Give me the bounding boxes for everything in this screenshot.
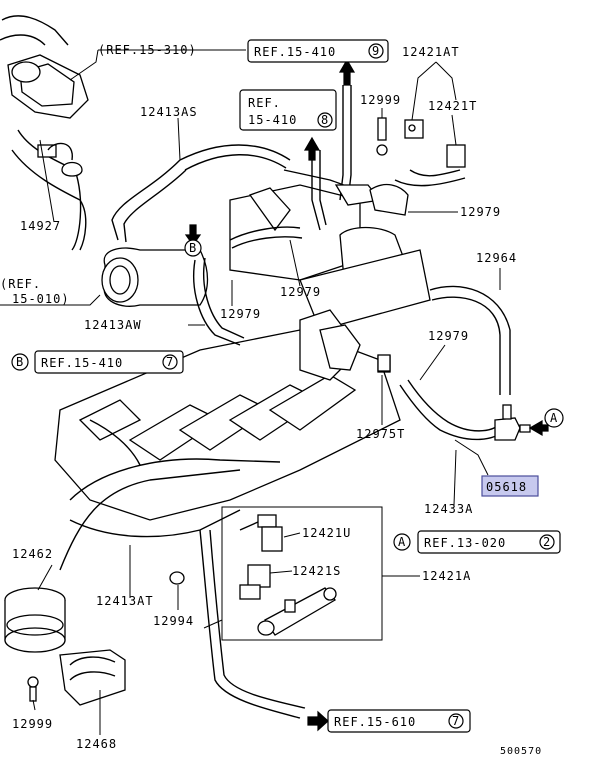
clip-12994	[169, 571, 185, 585]
part-label-12433A[interactable]: 12433A	[424, 502, 473, 516]
bracket-12468	[59, 649, 126, 706]
ref-15-310-label[interactable]: (REF.15-310)	[98, 43, 197, 57]
circle-a-ref	[393, 533, 411, 551]
ref-15-410-8-number: 8	[321, 113, 329, 127]
part-label-05618[interactable]: 05618	[486, 480, 527, 494]
highlight-box-05618	[481, 475, 539, 497]
parts-drawing	[0, 15, 531, 719]
ref-15-410-8-label-line2: 15-410	[248, 113, 297, 127]
part-label-12994[interactable]: 12994	[153, 614, 194, 628]
circle-b-top-label: B	[189, 241, 197, 255]
ref-number-circle	[317, 112, 333, 128]
wiring-harness-part	[59, 419, 306, 719]
hose-12413AW	[193, 226, 303, 346]
circle-a-right-label: A	[550, 411, 558, 425]
part-label-12413AT[interactable]: 12413AT	[96, 594, 154, 608]
ref-15-610-label: REF.15-610	[334, 715, 416, 729]
part-label-12468[interactable]: 12468	[76, 737, 117, 751]
pipe-ref-15-410-8	[311, 150, 327, 231]
vacuum-tank-part	[0, 15, 89, 119]
ref-15-410-9-number: 9	[372, 44, 380, 58]
part-label-12462[interactable]: 12462	[12, 547, 53, 561]
canister-12462	[4, 587, 66, 653]
ref-15-010-label-line1[interactable]: (REF.	[0, 277, 41, 291]
bracket-12421A	[257, 587, 337, 636]
part-label-14927[interactable]: 14927	[20, 219, 61, 233]
circle-b-top	[184, 239, 202, 257]
circle-b-left-label: B	[16, 355, 24, 369]
circle-a-right	[544, 408, 564, 428]
part-label-12421U[interactable]: 12421U	[302, 526, 351, 540]
part-label-12421AT[interactable]: 12421AT	[402, 45, 460, 59]
ref-number-circle	[539, 534, 555, 550]
ref-15-610-number: 7	[452, 714, 460, 728]
part-label-12979-mid[interactable]: 12979	[280, 285, 321, 299]
ref-15-410-7-number: 7	[166, 355, 174, 369]
part-label-12421S[interactable]: 12421S	[292, 564, 341, 578]
part-label-12964[interactable]: 12964	[476, 251, 517, 265]
leader-lines	[0, 49, 549, 735]
part-label-12979-low[interactable]: 12979	[428, 329, 469, 343]
diagram-number: 500570	[500, 746, 542, 757]
ref-number-circle	[448, 713, 464, 729]
ref-15-610-box[interactable]	[327, 709, 471, 733]
ref-15-410-8-box[interactable]	[239, 89, 337, 131]
solenoid-12421U	[239, 514, 283, 552]
part-label-12421A[interactable]: 12421A	[422, 569, 471, 583]
ref-13-020-label: REF.13-020	[424, 536, 506, 550]
valve-05618	[494, 404, 531, 441]
ref-15-410-8-label-line1: REF.	[248, 96, 281, 110]
part-label-12999-bottom[interactable]: 12999	[12, 717, 53, 731]
part-label-12975T[interactable]: 12975T	[356, 427, 405, 441]
fitting-12975T	[377, 354, 391, 372]
circle-a-ref-label: A	[398, 535, 406, 549]
part-label-12413AS[interactable]: 12413AS	[140, 105, 198, 119]
air-intake-part	[101, 184, 431, 331]
intake-manifold-part	[54, 309, 401, 521]
part-label-12979-left[interactable]: 12979	[220, 307, 261, 321]
ref-15-410-9-label: REF.15-410	[254, 45, 336, 59]
detail-box	[221, 506, 383, 641]
bolt-12999-top	[376, 117, 388, 156]
ref-15-010-label-line2[interactable]: 15-010)	[12, 292, 70, 306]
pipe-ref-15-410-9	[334, 85, 409, 216]
reference-labels: (REF.15-310) REF.15-410 9 REF. 15-410 8 …	[0, 39, 564, 733]
ref-15-410-7-label: REF.15-410	[41, 356, 123, 370]
hose-12433A	[399, 379, 506, 441]
part-label-12413AW[interactable]: 12413AW	[84, 318, 142, 332]
ref-15-410-7-box[interactable]	[34, 350, 184, 374]
circle-b-left	[11, 353, 29, 371]
solenoid-12421T	[394, 119, 466, 187]
ref-number-circle	[162, 354, 178, 370]
part-label-12979-right[interactable]: 12979	[460, 205, 501, 219]
solenoid-12421S	[239, 564, 271, 600]
bolt-12999-bottom	[27, 676, 39, 702]
ref-15-410-9-box[interactable]	[247, 39, 389, 63]
ref-13-020-number: 2	[543, 535, 551, 549]
ref-number-circle	[368, 43, 384, 59]
part-number-labels: 12421AT 12421T 12999 12413AS 12979 14927…	[12, 45, 542, 757]
part-label-12999-top[interactable]: 12999	[360, 93, 401, 107]
hose-12964	[429, 285, 511, 395]
ref-13-020-box[interactable]	[417, 530, 561, 554]
part-label-12421T[interactable]: 12421T	[428, 99, 477, 113]
